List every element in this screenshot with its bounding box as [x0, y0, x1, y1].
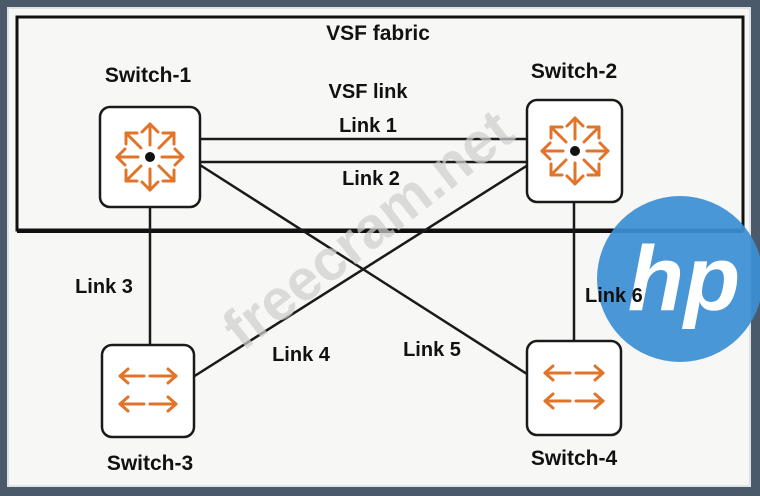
hp-logo: hp: [597, 196, 760, 362]
link-3-label: Link 3: [75, 276, 133, 298]
switch-4-node: [525, 339, 623, 437]
switch-2-label: Switch-2: [531, 60, 617, 83]
switch-3-label: Switch-3: [107, 452, 193, 475]
link-4-line: [192, 163, 529, 379]
hp-logo-text: hp: [628, 228, 740, 330]
link-5-line: [199, 163, 528, 376]
link-1-label: Link 1: [339, 115, 397, 137]
switch-arrows-icon: [118, 367, 178, 413]
router-icon: [540, 116, 610, 186]
link-5-label: Link 5: [403, 339, 461, 361]
switch-arrows-icon: [543, 364, 605, 410]
vsf-fabric-title: VSF fabric: [326, 22, 430, 45]
switch-1-label: Switch-1: [105, 64, 192, 87]
vsf-link-title: VSF link: [329, 81, 409, 103]
switch-4-label: Switch-4: [531, 447, 618, 470]
link-2-label: Link 2: [342, 168, 400, 190]
router-icon: [115, 122, 185, 192]
switch-3-node: [100, 343, 196, 439]
vsf-fabric-box: [15, 15, 745, 232]
switch-4-box: [525, 339, 623, 437]
switch-1-node: [98, 105, 202, 209]
link-6-label: Link 6: [585, 285, 643, 307]
switch-3-box: [100, 343, 196, 439]
switch-2-node: [525, 98, 624, 204]
hp-logo-circle: [597, 196, 760, 362]
link-4-label: Link 4: [272, 344, 331, 366]
